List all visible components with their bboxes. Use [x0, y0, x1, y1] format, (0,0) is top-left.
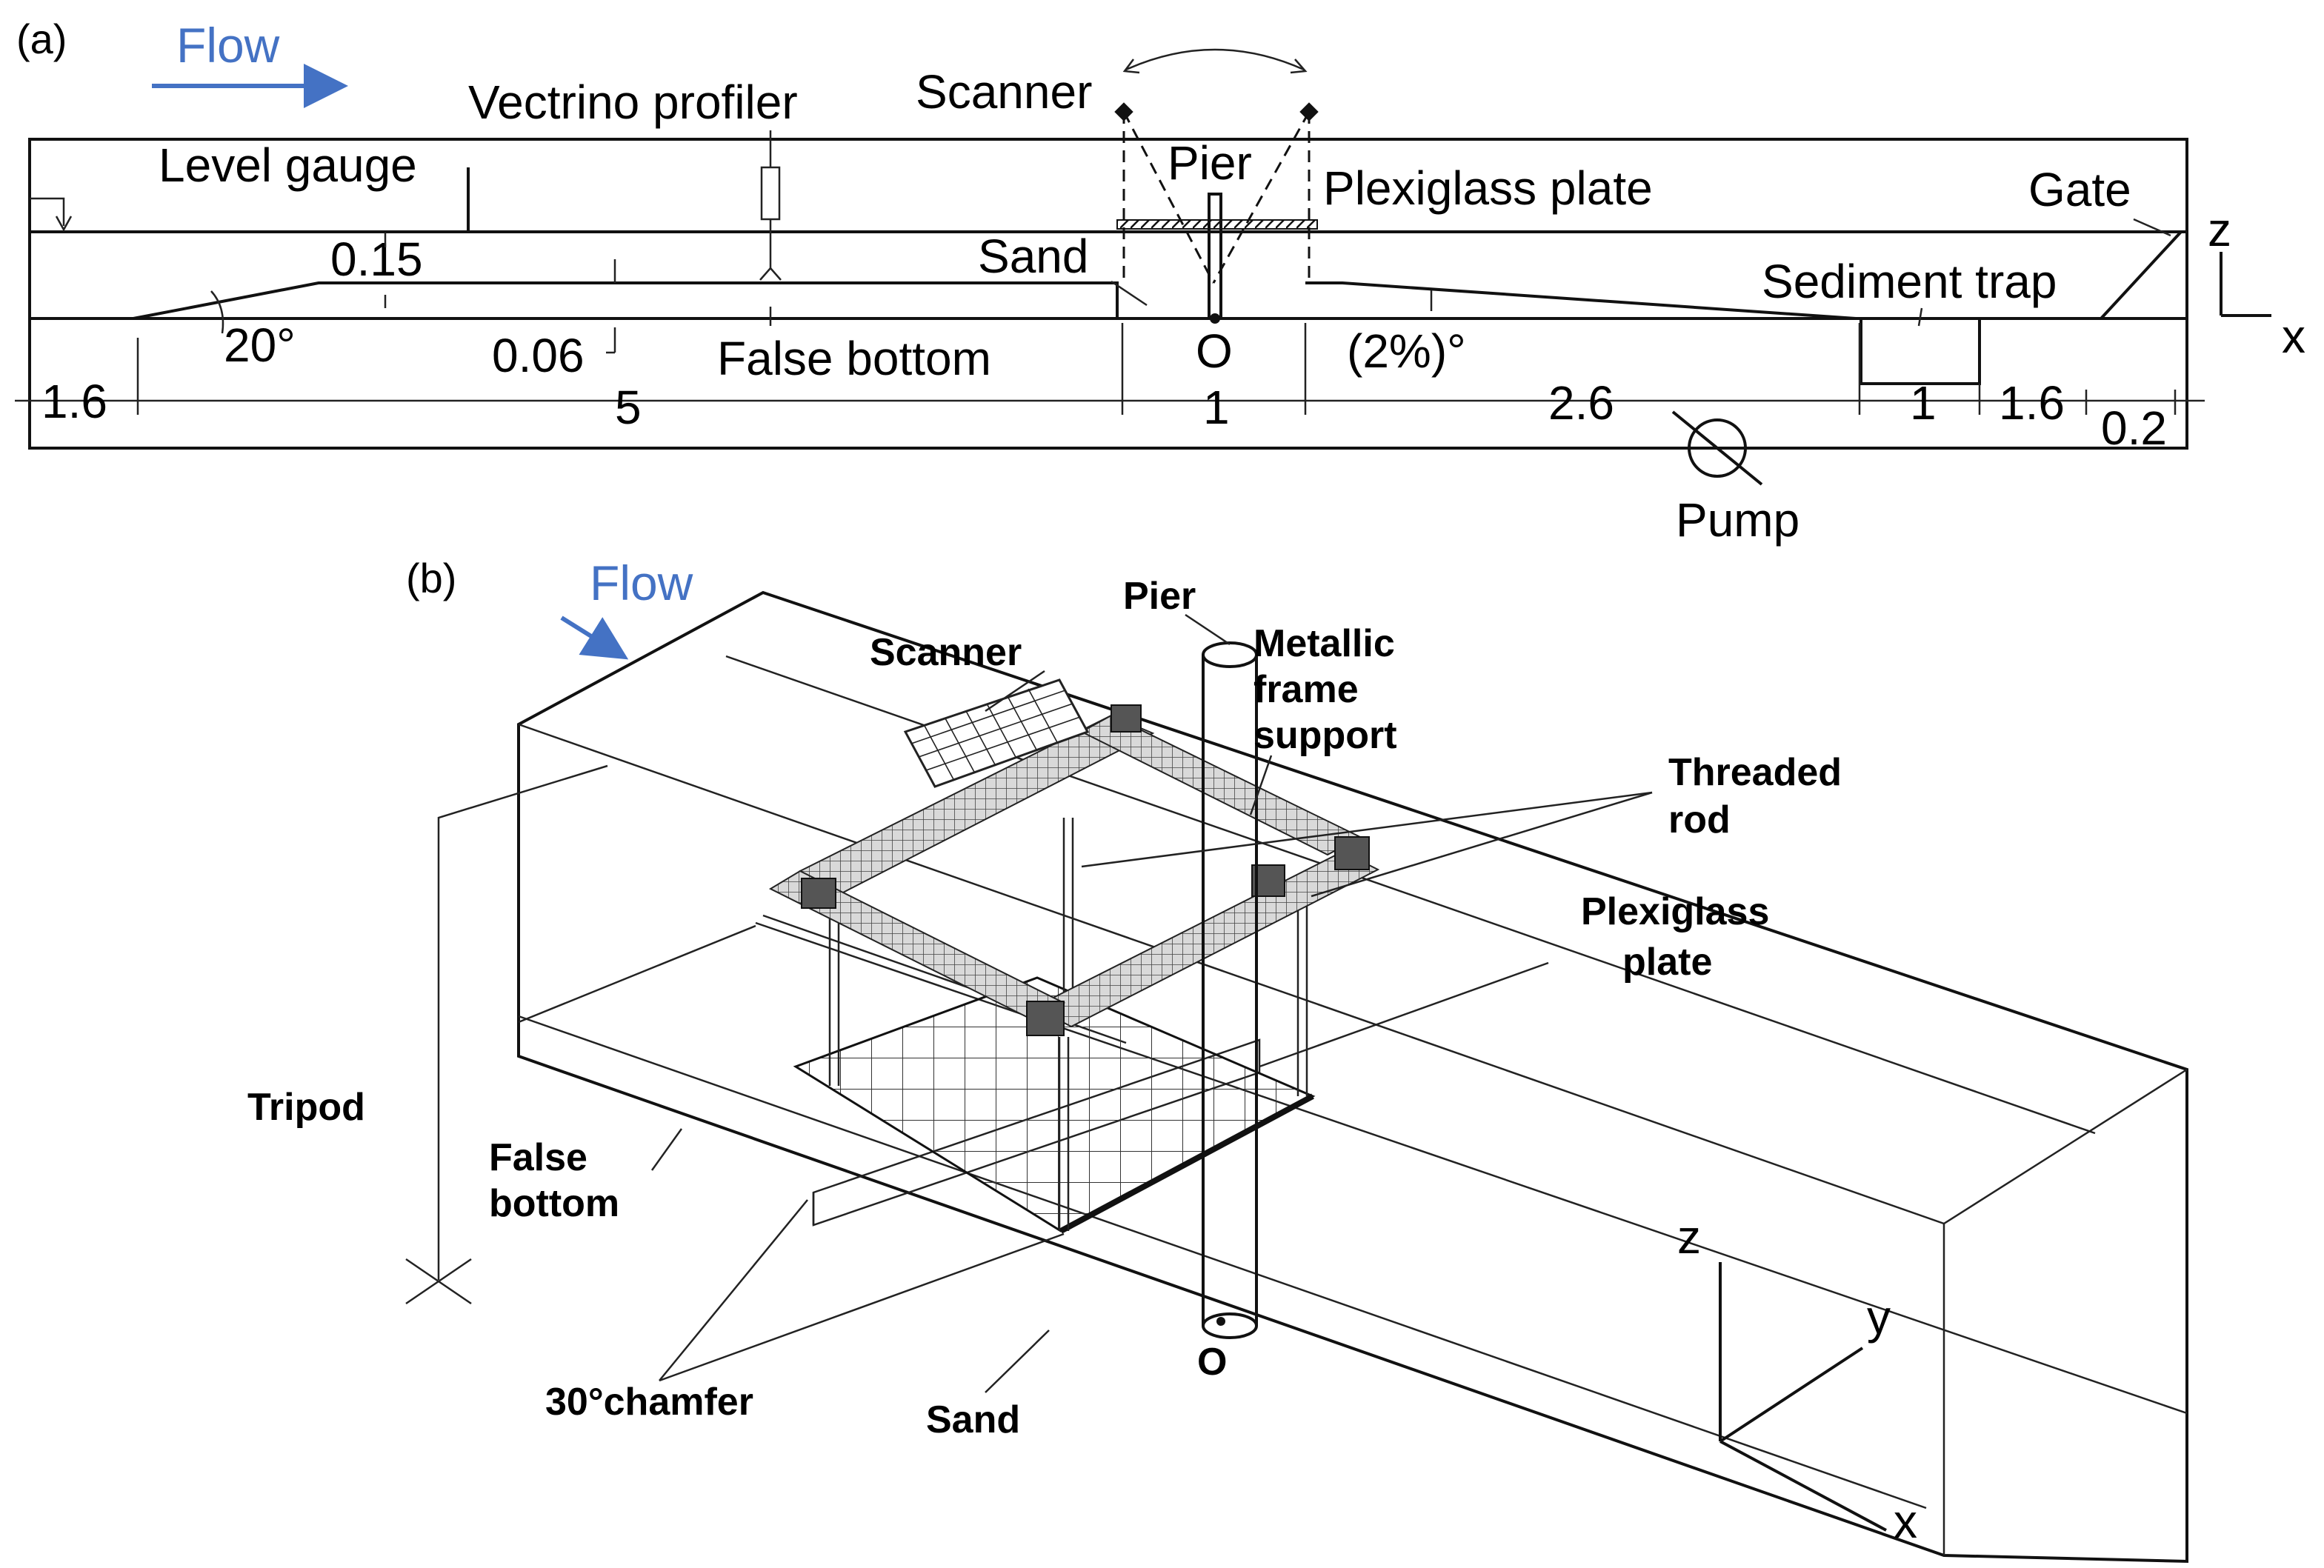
pier-b: [1202, 641, 1258, 1339]
pump: [1688, 418, 1747, 478]
false-bottom-label-b-1: False: [489, 1136, 587, 1179]
dim-0-15: 0.15: [330, 233, 423, 286]
inlet-symbol: [30, 197, 65, 226]
threaded-label-2: rod: [1668, 798, 1731, 841]
flow-arrow-b: [560, 615, 629, 660]
panel-b-tag: (b): [406, 555, 456, 601]
gate: [2100, 230, 2183, 320]
origin-label-b: O: [1197, 1341, 1227, 1384]
tripod-label: Tripod: [247, 1086, 365, 1129]
panel-b: (b) Flow: [247, 555, 2188, 1564]
dim-0-06: 0.06: [492, 329, 585, 382]
axis-x-a: x: [2282, 310, 2305, 363]
axis-x-b: x: [1894, 1495, 1917, 1548]
scanner-label-a: Scanner: [916, 65, 1092, 119]
vectrino-label: Vectrino profiler: [468, 76, 798, 129]
gate-label: Gate: [2028, 163, 2131, 216]
downstream-slope: [1305, 281, 1857, 320]
metallic-label-2: frame: [1253, 668, 1359, 711]
plexiglass-label-b-2: plate: [1622, 941, 1712, 984]
sand-label-a: Sand: [978, 230, 1088, 283]
dim-5: 5: [615, 381, 642, 434]
angle-arc: [210, 290, 224, 334]
pier-a: [1208, 193, 1222, 318]
chamfer-label: 30°chamfer: [545, 1381, 753, 1424]
metallic-frame: [768, 704, 1380, 1036]
dim-1-center: 1: [1203, 381, 1230, 434]
dim-2-6: 2.6: [1548, 376, 1614, 430]
axis-z-b: z: [1677, 1210, 1701, 1264]
false-bottom-profile: [133, 281, 1119, 320]
dimension-chain: [15, 323, 2205, 415]
dim-1-trap: 1: [1910, 376, 1937, 430]
threaded-label-1: Threaded: [1668, 751, 1842, 794]
axes-a: [2220, 252, 2271, 317]
axis-y-b: y: [1867, 1290, 1891, 1344]
plexiglass-label-a: Plexiglass plate: [1323, 161, 1653, 215]
false-bottom-label-b-2: bottom: [489, 1182, 619, 1225]
tripod: [405, 764, 608, 1305]
plexiglass-plate-a: [1116, 219, 1318, 230]
pump-label: Pump: [1676, 493, 1799, 547]
plexiglass-label-b-1: Plexiglass: [1581, 890, 1769, 933]
pier-label-b: Pier: [1123, 575, 1196, 618]
flume-box: [517, 590, 2188, 1564]
sand-label-b: Sand: [926, 1398, 1020, 1441]
panel-a-tag: (a): [16, 16, 67, 62]
origin-dot: [1210, 313, 1220, 324]
metallic-label-3: support: [1253, 714, 1397, 757]
level-gauge-label: Level gauge: [159, 139, 417, 192]
angle-label: 20°: [224, 318, 296, 372]
dim-1-6-left: 1.6: [41, 375, 107, 428]
vectrino-profiler: [759, 130, 782, 281]
flow-label-a: Flow: [176, 18, 280, 73]
false-bottom-label-a: False bottom: [717, 332, 991, 385]
pier-label-a: Pier: [1168, 136, 1252, 190]
sediment-trap: [1859, 318, 1981, 385]
slope-label: (2%)°: [1347, 324, 1466, 378]
scanner-label-b: Scanner: [870, 631, 1022, 674]
flume-outline: [28, 138, 2188, 450]
axes-b: [1719, 1262, 1887, 1532]
scanner-sweep-arc: [1125, 48, 1305, 71]
dim-0-2: 0.2: [2101, 401, 2167, 455]
origin-label-a: O: [1196, 324, 1233, 378]
sediment-trap-label: Sediment trap: [1762, 255, 2057, 308]
threaded-rods: [828, 818, 1308, 1231]
axis-z-a: z: [2208, 203, 2231, 256]
panel-a: (a) Flow Level gauge Vectrino profiler: [15, 16, 2305, 547]
flow-label-b: Flow: [590, 556, 693, 610]
metallic-label-1: Metallic: [1253, 622, 1395, 665]
dim-1-6-right: 1.6: [1999, 376, 2065, 430]
